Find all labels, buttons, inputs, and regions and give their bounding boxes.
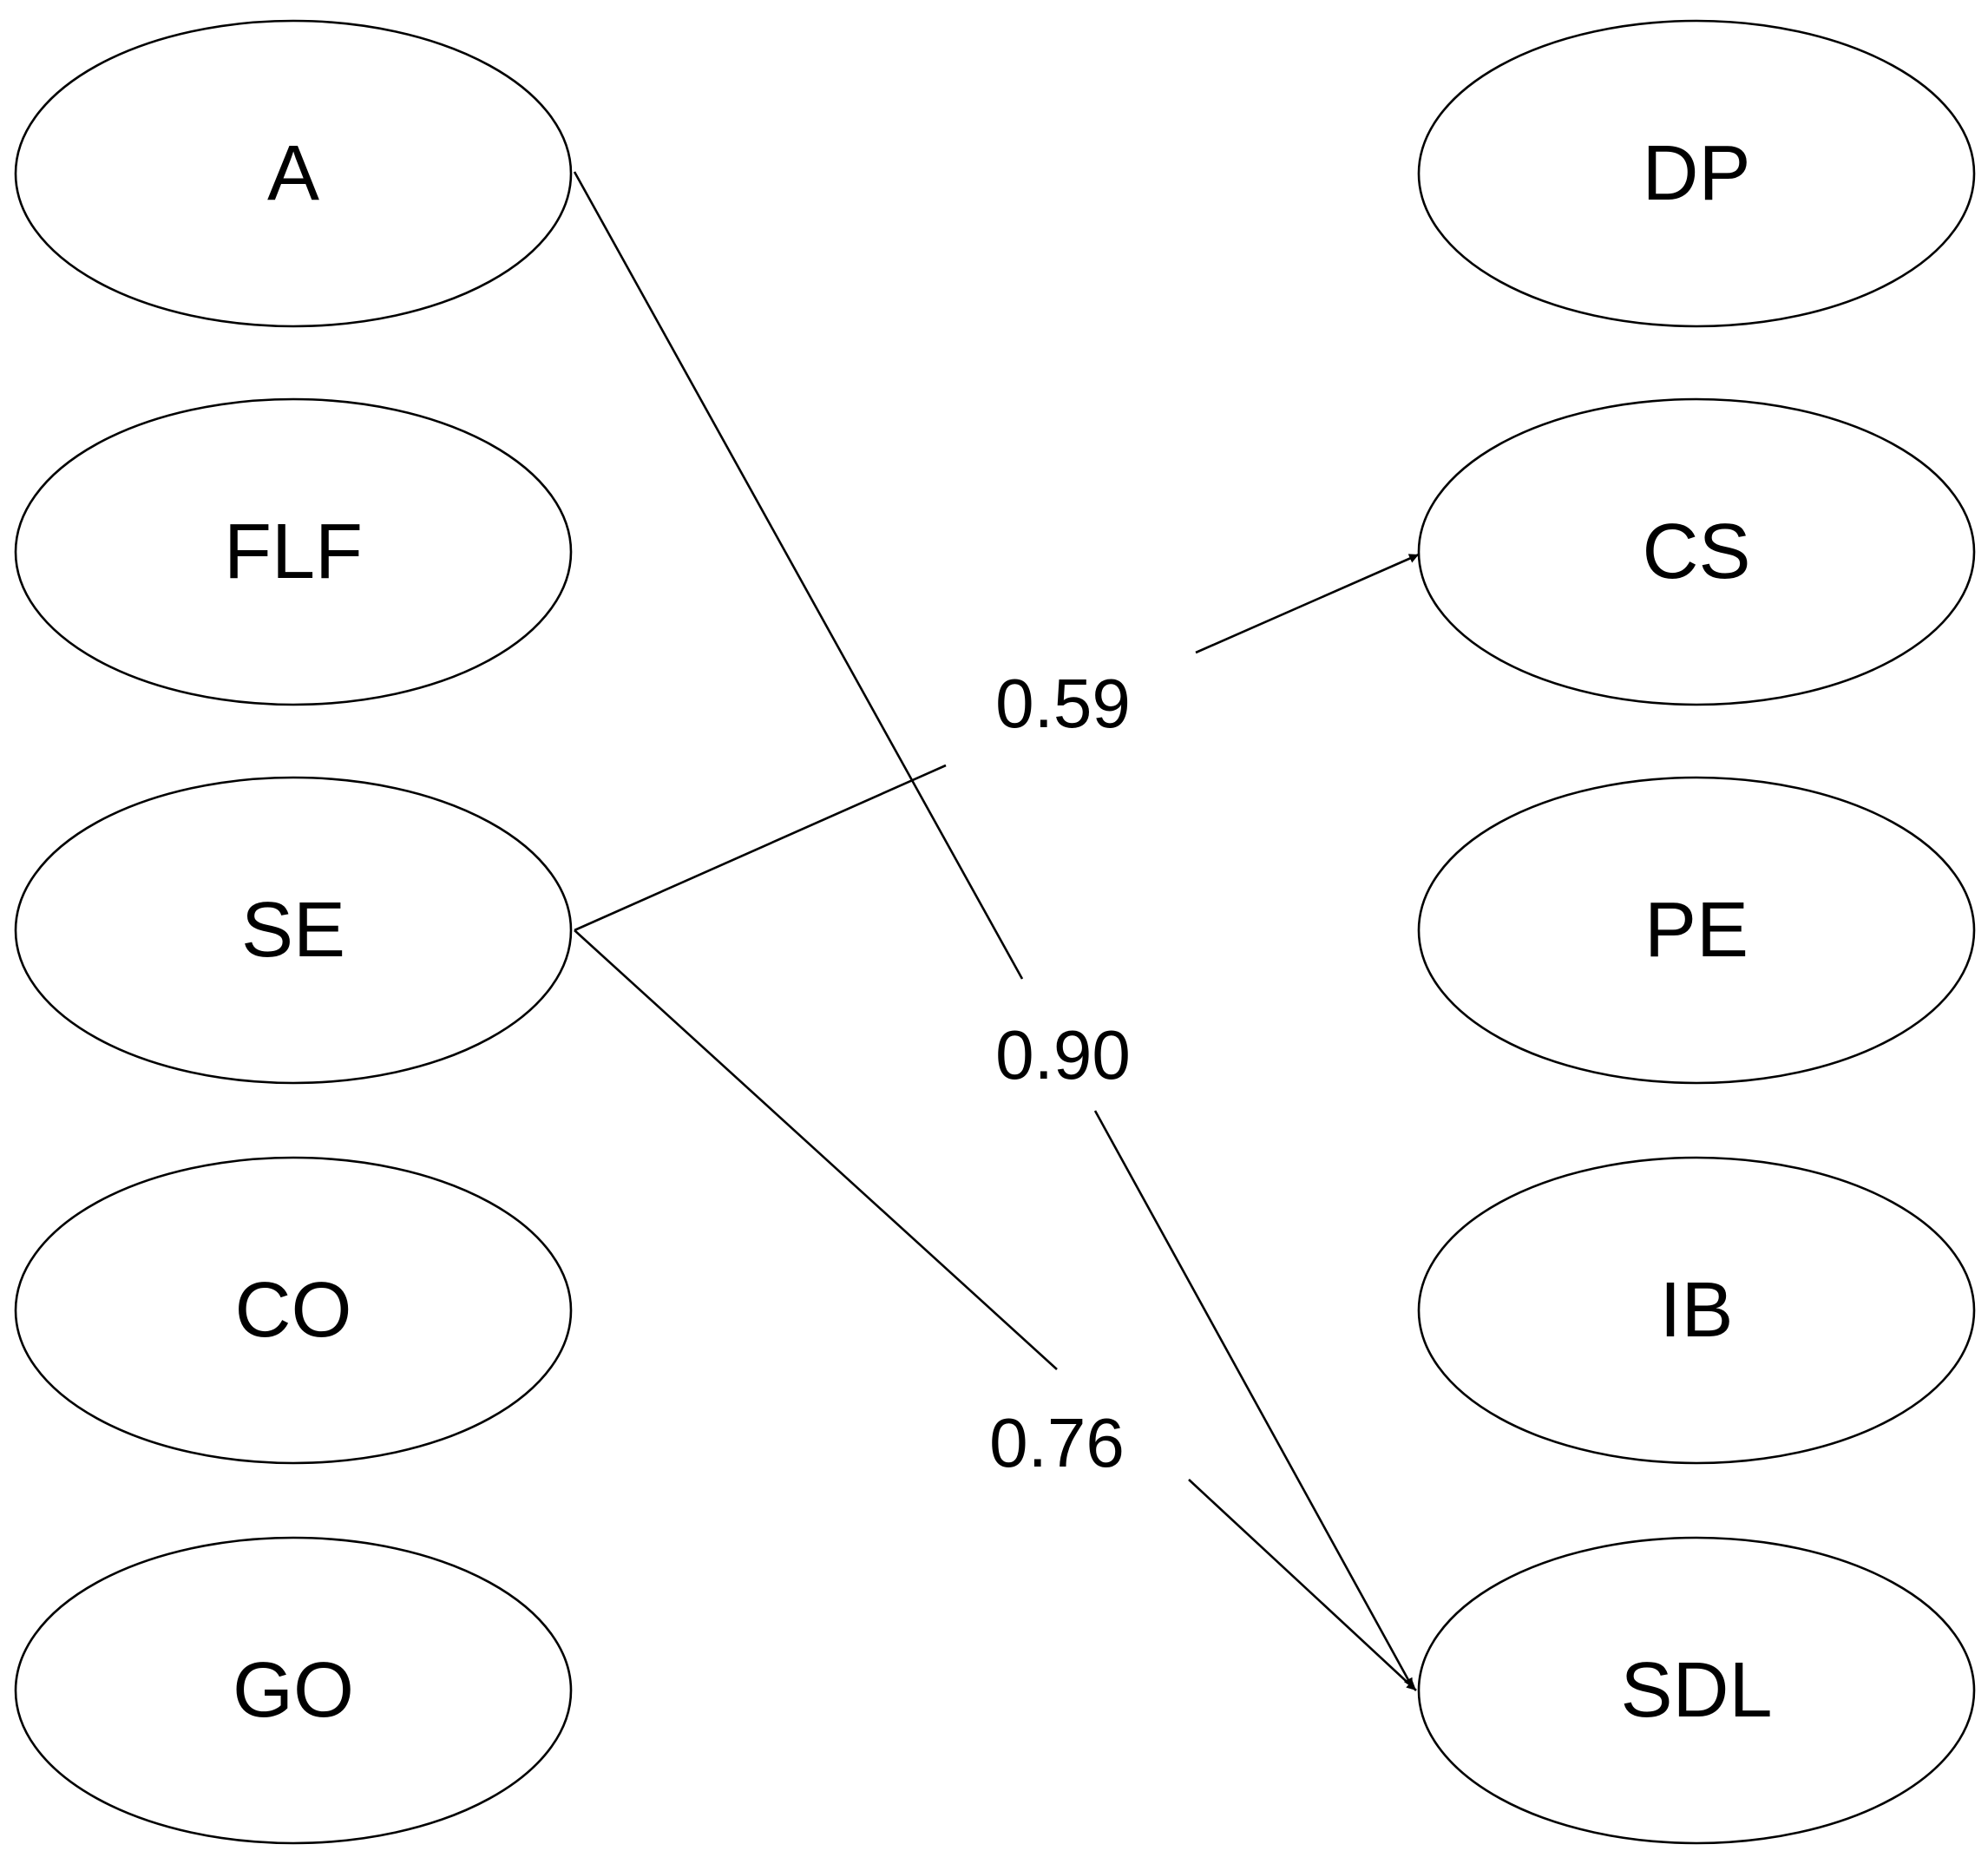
node-label-go: GO — [233, 1647, 354, 1734]
node-label-cs: CS — [1642, 509, 1750, 595]
node-a: A — [14, 19, 573, 328]
edge-label-a-sdl: 0.90 — [995, 1016, 1131, 1093]
node-go: GO — [14, 1536, 573, 1845]
edge-label-se-sdl: 0.76 — [989, 1404, 1125, 1481]
node-cs: CS — [1417, 397, 1976, 706]
edges: 0.59 0.90 0.76 — [573, 171, 1420, 1691]
node-label-pe: PE — [1644, 887, 1749, 974]
node-label-flf: FLF — [224, 509, 363, 595]
node-label-dp: DP — [1642, 130, 1750, 217]
node-label-sdl: SDL — [1620, 1647, 1772, 1734]
node-label-se: SE — [241, 887, 345, 974]
node-flf: FLF — [14, 397, 573, 706]
node-ib: IB — [1417, 1156, 1976, 1465]
node-pe: PE — [1417, 776, 1976, 1085]
node-label-co: CO — [235, 1267, 352, 1354]
node-co: CO — [14, 1156, 573, 1465]
edge-se-to-cs: 0.59 — [574, 553, 1420, 932]
edge-label-se-cs: 0.59 — [995, 665, 1131, 742]
edge-a-to-sdl: 0.90 — [573, 171, 1414, 1689]
node-se: SE — [14, 776, 573, 1085]
left-nodes: A FLF SE CO GO — [14, 19, 573, 1845]
right-nodes: DP CS PE IB SDL — [1417, 19, 1976, 1845]
node-dp: DP — [1417, 19, 1976, 328]
node-sdl: SDL — [1417, 1536, 1976, 1845]
node-label-ib: IB — [1659, 1267, 1733, 1354]
edge-se-to-sdl: 0.76 — [574, 929, 1417, 1691]
node-label-a: A — [267, 130, 319, 217]
